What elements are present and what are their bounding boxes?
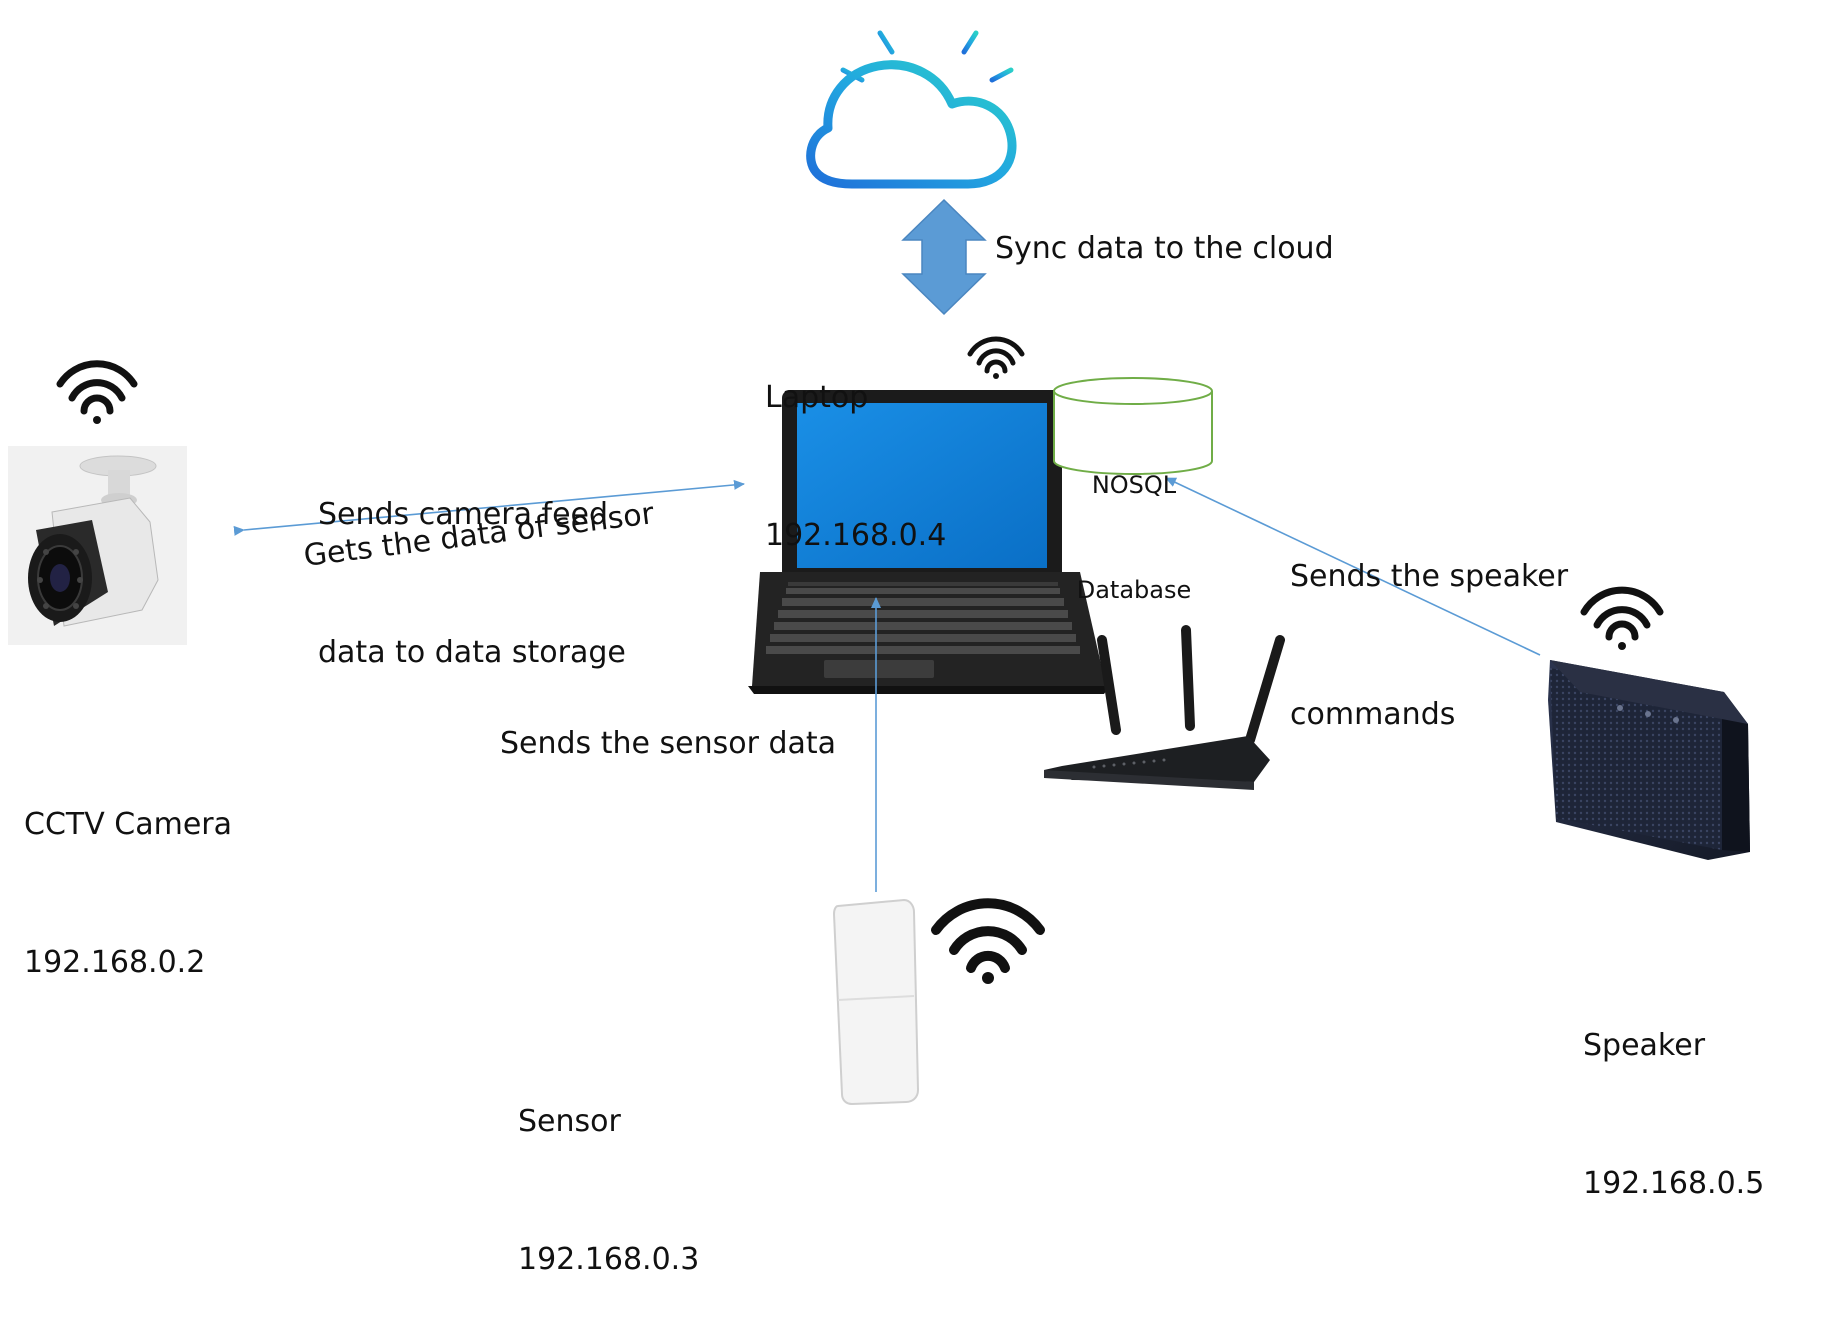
sync-double-arrow (901, 198, 987, 316)
sensor-name: Sensor (518, 1104, 621, 1139)
sensor-image (832, 898, 920, 1106)
speaker-name: Speaker (1583, 1028, 1706, 1063)
router-image (1044, 625, 1285, 790)
sync-label: Sync data to the cloud (995, 231, 1334, 266)
network-diagram (8, 15, 1750, 1106)
laptop-name: Laptop (765, 380, 869, 415)
camera-laptop-arrow (233, 479, 745, 536)
database-line2: Database (1076, 576, 1192, 604)
camera-to-laptop-line1: Sends camera feed (318, 497, 609, 532)
speaker-to-db-line2: commands (1290, 697, 1456, 732)
laptop-label: Laptop 192.168.0.4 (765, 283, 946, 605)
camera-to-laptop-line2: data to data storage (318, 635, 626, 670)
sensor-label: Sensor 192.168.0.3 (518, 1007, 699, 1329)
speaker-label: Speaker 192.168.0.5 (1583, 931, 1764, 1253)
speaker-ip: 192.168.0.5 (1583, 1166, 1765, 1201)
speaker-image (1548, 660, 1750, 860)
database-label: NOSQL Database (1054, 398, 1214, 643)
cctv-camera-image (8, 446, 187, 645)
camera-ip: 192.168.0.2 (24, 945, 206, 980)
database-icon (1053, 377, 1213, 475)
cloud-icon (806, 15, 1017, 189)
database-line1: NOSQL (1091, 471, 1177, 499)
sensor-to-laptop-label: Sends the sensor data (500, 726, 837, 761)
sensor-ip: 192.168.0.3 (518, 1242, 700, 1277)
sensor-wifi-icon (931, 898, 1045, 984)
camera-name: CCTV Camera (24, 807, 233, 842)
speaker-to-db-label: Sends the speaker commands (1290, 462, 1568, 784)
camera-label: CCTV Camera 192.168.0.2 (24, 710, 232, 1032)
connectors (233, 477, 1541, 892)
laptop-image (748, 390, 1110, 694)
camera-wifi-icon (56, 360, 138, 424)
laptop-wifi-icon (967, 336, 1025, 379)
speaker-wifi-icon (1580, 586, 1664, 650)
speaker-database-arrow (1165, 477, 1541, 656)
speaker-to-db-line1: Sends the speaker (1290, 559, 1569, 594)
laptop-ip: 192.168.0.4 (765, 518, 947, 553)
camera-to-laptop-label: Sends camera feed data to data storage (318, 400, 626, 722)
